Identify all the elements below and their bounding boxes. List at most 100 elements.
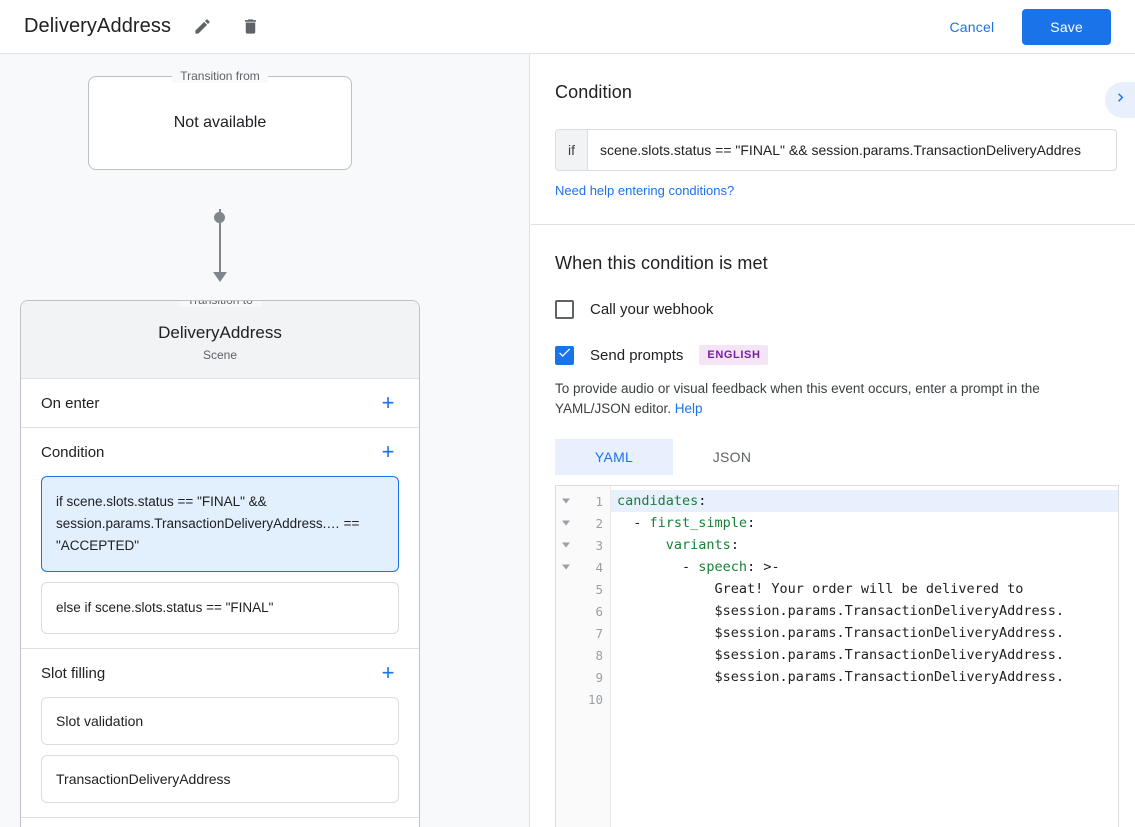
editor-code-line[interactable] [611,688,1118,710]
editor-gutter[interactable]: 1 2 3 4 5 6 7 8 9 10 [556,486,611,827]
section-custom-intent-handling: Custom intent handling + [21,818,419,827]
editor-code-line[interactable]: Great! Your order will be delivered to [611,578,1118,600]
section-slot-filling: Slot filling + Slot validation Transacti… [21,649,419,818]
line-number: 10 [587,691,603,707]
delete-button[interactable] [233,10,267,44]
cancel-button[interactable]: Cancel [934,10,1011,44]
send-prompts-label: Send prompts [590,346,684,364]
top-app-bar: DeliveryAddress Cancel Save [0,0,1135,54]
condition-item[interactable]: else if scene.slots.status == "FINAL" [41,582,399,634]
transition-from-card[interactable]: Transition from Not available [88,69,352,170]
send-prompts-checkbox[interactable] [555,345,574,365]
transition-connector-dot [214,212,225,223]
list-item[interactable]: TransactionDeliveryAddress [41,755,399,803]
section-header-custom-intent-handling[interactable]: Custom intent handling + [21,818,419,827]
transition-connector-arrow-icon [213,272,227,282]
code-token: : >- [747,559,780,575]
edit-name-button[interactable] [185,10,219,44]
line-number: 6 [595,603,603,619]
code-token: : [698,493,707,509]
fold-arrow-icon[interactable] [562,498,570,504]
condition-input-row: if [555,129,1117,171]
transition-to-legend: Transition to [179,301,261,307]
pencil-icon [193,17,212,36]
fold-arrow-icon[interactable] [562,564,570,570]
editor-code-line[interactable]: $session.params.TransactionDeliveryAddre… [611,644,1118,666]
editor-code-line[interactable]: $session.params.TransactionDeliveryAddre… [611,622,1118,644]
line-number: 9 [595,669,603,685]
editor-line-number[interactable]: 6 [556,600,610,622]
scene-name: DeliveryAddress [158,323,282,342]
editor-line-number[interactable]: 9 [556,666,610,688]
language-badge: ENGLISH [699,345,769,365]
editor-code-line[interactable]: $session.params.TransactionDeliveryAddre… [611,666,1118,688]
editor-line-number[interactable]: 4 [556,556,610,578]
line-number: 5 [595,581,603,597]
code-token: $session.params.TransactionDeliveryAddre… [617,603,1065,619]
code-token: Great! Your order will be delivered to [617,581,1024,597]
chevron-right-icon [1112,89,1129,111]
call-webhook-checkbox[interactable] [555,300,574,319]
add-slot-filling-button[interactable]: + [381,660,395,685]
editor-code-line[interactable]: candidates: [611,490,1118,512]
line-number: 7 [595,625,603,641]
transition-from-legend: Transition from [172,69,268,83]
code-token: - [617,515,650,531]
condition-editor-section: Condition if Need help entering conditio… [531,54,1135,225]
editor-line-number[interactable]: 1 [556,490,610,512]
line-number: 1 [595,493,603,509]
fold-arrow-icon[interactable] [562,520,570,526]
scene-type-label: Scene [202,348,238,362]
condition-expression-input[interactable] [588,130,1116,170]
editor-line-number[interactable]: 2 [556,512,610,534]
code-token: first_simple [649,515,748,531]
add-on-enter-button[interactable]: + [381,390,395,415]
send-prompts-row[interactable]: Send prompts ENGLISH [555,345,1117,365]
editor-line-number[interactable]: 10 [556,688,610,710]
section-header-slot-filling[interactable]: Slot filling + [21,649,419,697]
section-header-on-enter[interactable]: On enter + [21,379,419,427]
tab-json[interactable]: JSON [712,449,752,465]
editor-line-number[interactable]: 8 [556,644,610,666]
condition-help-link[interactable]: Need help entering conditions? [555,183,735,198]
when-condition-met-section: When this condition is met Call your web… [531,225,1135,827]
section-title-on-enter: On enter [41,394,100,412]
section-on-enter: On enter + [21,379,419,428]
transition-connector-line [219,209,221,279]
code-token [617,537,666,553]
code-token: $session.params.TransactionDeliveryAddre… [617,625,1065,641]
editor-line-number[interactable]: 5 [556,578,610,600]
transition-to-card: Transition to DeliveryAddress Scene On e… [20,300,420,827]
list-item[interactable]: Slot validation [41,697,399,745]
section-header-condition[interactable]: Condition + [21,428,419,476]
add-condition-button[interactable]: + [381,439,395,464]
editor-code-area[interactable]: candidates: - first_simple: variants: - … [611,486,1118,827]
prompts-help-link[interactable]: Help [674,401,703,416]
panel-divider [531,224,1135,225]
code-token: variants [665,537,731,553]
transition-graph-panel: Transition from Not available Transition… [0,54,530,827]
scene-header[interactable]: DeliveryAddress Scene [21,301,419,379]
editor-code-line[interactable]: - speech: >- [611,556,1118,578]
code-token: : [747,515,756,531]
slot-filling-list: Slot validation TransactionDeliveryAddre… [21,697,419,817]
editor-format-tabs: YAML JSON [555,439,1117,475]
when-condition-met-heading: When this condition is met [555,253,768,273]
editor-code-line[interactable]: variants: [611,534,1118,556]
section-title-condition: Condition [41,443,105,461]
editor-line-number[interactable]: 7 [556,622,610,644]
tab-yaml[interactable]: YAML [555,439,673,475]
condition-item[interactable]: if scene.slots.status == "FINAL" && sess… [41,476,399,572]
line-number: 3 [595,537,603,553]
editor-line-number[interactable]: 3 [556,534,610,556]
expand-panel-button[interactable] [1105,82,1135,118]
editor-code-line[interactable]: $session.params.TransactionDeliveryAddre… [611,600,1118,622]
check-icon [557,345,572,365]
webhook-row[interactable]: Call your webhook [555,300,1117,319]
save-button[interactable]: Save [1022,8,1111,45]
call-webhook-label: Call your webhook [590,301,714,318]
fold-arrow-icon[interactable] [562,542,570,548]
code-token: candidates [617,493,699,509]
editor-code-line[interactable]: - first_simple: [611,512,1118,534]
